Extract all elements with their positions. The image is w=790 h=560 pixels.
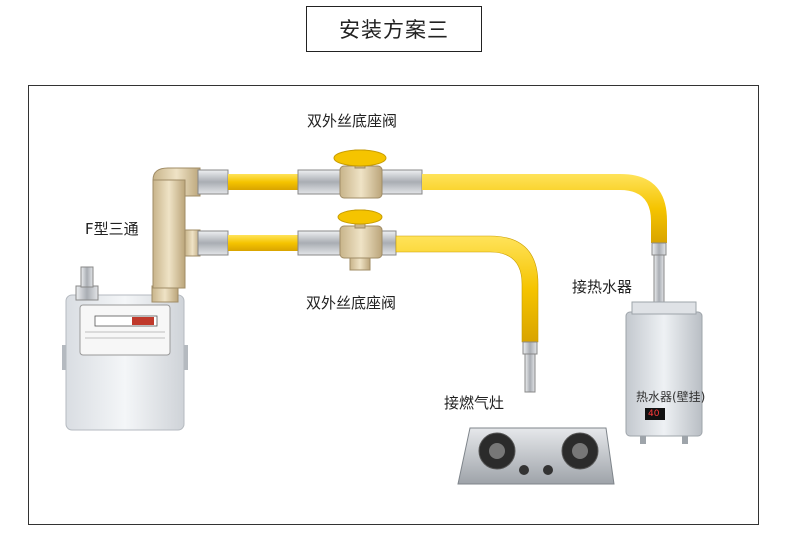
f-tee-fitting [152, 167, 201, 289]
page-title: 安装方案三 [306, 6, 482, 52]
stove-label: 接燃气灶 [444, 394, 505, 412]
valve-label-bottom: 双外丝底座阀 [306, 294, 397, 312]
gas-meter [62, 266, 188, 431]
heater-display: 40 [648, 409, 660, 419]
diagram-frame [28, 85, 759, 525]
heater-tag: 热水器(壁挂) [636, 390, 706, 404]
water-heater-label: 接热水器 [572, 278, 633, 296]
water-heater [625, 301, 703, 444]
valve-label-top: 双外丝底座阀 [307, 112, 398, 130]
lower-gas-line [197, 230, 539, 393]
lower-valve [337, 209, 383, 271]
upper-gas-line [197, 169, 667, 304]
gas-stove [457, 427, 615, 485]
upper-valve [333, 149, 387, 199]
tee-label: F型三通 [85, 220, 139, 238]
